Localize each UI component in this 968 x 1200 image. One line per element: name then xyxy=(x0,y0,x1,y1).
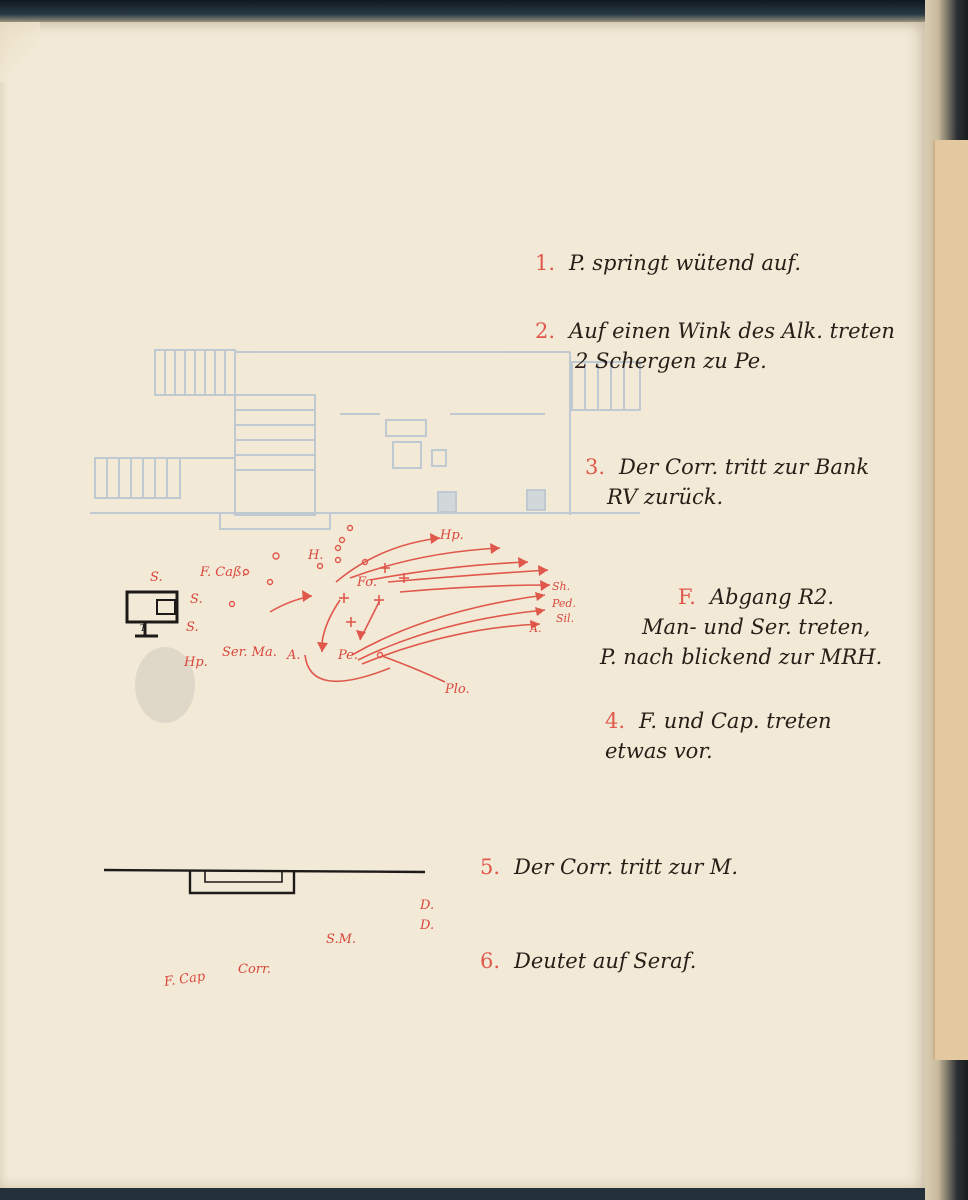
stage-plan-faded xyxy=(90,350,640,529)
note-3-number: 3. xyxy=(585,455,605,479)
label-bottom-d1: D. xyxy=(420,898,434,913)
note-4: 4. F. und Cap. treten etwas vor. xyxy=(605,706,832,766)
note-1: 1. P. springt wütend auf. xyxy=(535,248,801,278)
note-2-number: 2. xyxy=(535,319,555,343)
label-pe: Pe. xyxy=(338,648,358,663)
bottom-stage-line xyxy=(104,870,425,893)
label-a-left: A. xyxy=(287,648,301,663)
note-f-letter: F. xyxy=(678,585,696,609)
note-4-number: 4. xyxy=(605,709,625,733)
paper-tab-strip xyxy=(933,140,968,1060)
label-sil: Sil. xyxy=(556,612,574,625)
note-5-line-1: Der Corr. tritt zur M. xyxy=(514,855,738,879)
label-s2: S. xyxy=(190,592,203,607)
note-f-line-2: Man- und Ser. treten, xyxy=(642,615,870,639)
note-5: 5. Der Corr. tritt zur M. xyxy=(480,852,738,882)
label-hp-top: Hp. xyxy=(440,528,464,543)
note-2-line-2: 2 Schergen zu Pe. xyxy=(575,349,767,373)
note-1-line-1: P. springt wütend auf. xyxy=(569,251,801,275)
note-f-line-1: Abgang R2. xyxy=(710,585,834,609)
label-sh: Sh. xyxy=(552,580,570,593)
note-f: F. Abgang R2. Man- und Ser. treten, P. na… xyxy=(600,582,882,672)
label-bottom-d2: D. xyxy=(420,918,434,933)
label-h: H. xyxy=(308,548,323,563)
note-4-line-1: F. und Cap. treten xyxy=(639,709,832,733)
label-hp-left: Hp. xyxy=(184,655,208,670)
note-3-line-2: RV zurück. xyxy=(607,485,723,509)
note-6: 6. Deutet auf Seraf. xyxy=(480,946,696,976)
note-2: 2. Auf einen Wink des Alk. treten 2 Scher… xyxy=(535,316,895,376)
note-f-line-3: P. nach blickend zur MRH. xyxy=(600,645,882,669)
note-5-number: 5. xyxy=(480,855,500,879)
label-s1: S. xyxy=(150,570,163,585)
note-3: 3. Der Corr. tritt zur Bank RV zurück. xyxy=(585,452,869,512)
cross-markers xyxy=(339,563,409,627)
label-bottom-corr: Corr. xyxy=(238,962,271,977)
label-fo: Fo. xyxy=(357,575,377,590)
label-plo: Plo. xyxy=(445,682,470,697)
label-serma: Ser. Ma. xyxy=(222,645,277,660)
note-1-number: 1. xyxy=(535,251,555,275)
note-4-line-2: etwas vor. xyxy=(605,739,713,763)
label-ped: Ped. xyxy=(552,597,576,610)
note-3-line-1: Der Corr. tritt zur Bank xyxy=(619,455,869,479)
label-a-right: A. xyxy=(530,622,541,635)
note-2-line-1: Auf einen Wink des Alk. treten xyxy=(569,319,895,343)
label-bottom-sm: S.M. xyxy=(326,932,356,947)
note-6-line-1: Deutet auf Seraf. xyxy=(514,949,696,973)
note-6-number: 6. xyxy=(480,949,500,973)
label-fcap: F. Caß. xyxy=(200,565,246,580)
label-s3: S. xyxy=(186,620,199,635)
label-t: T xyxy=(140,624,146,634)
throne-symbol xyxy=(127,592,177,636)
